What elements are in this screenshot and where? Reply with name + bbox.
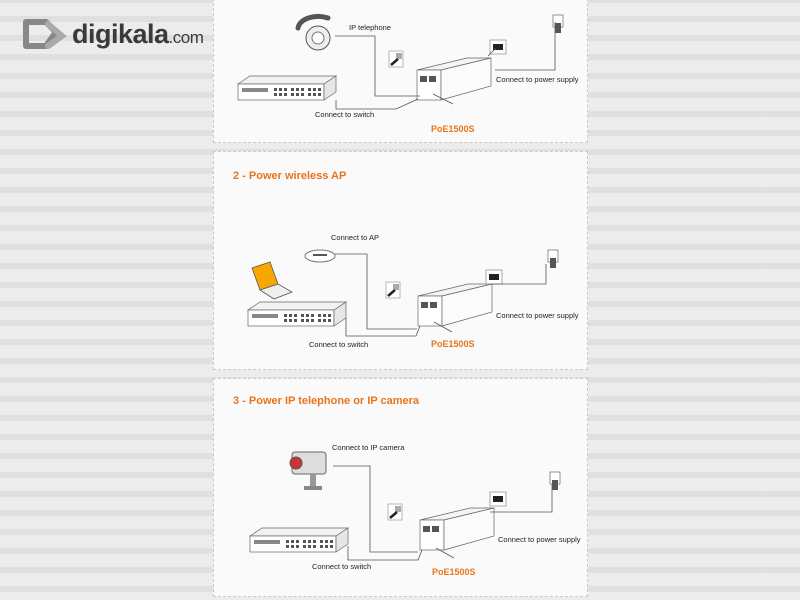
laptop-icon [251,261,293,300]
rj45-icon [384,280,402,300]
power-outlet-icon [547,249,559,269]
rj45-icon [387,49,405,69]
switch-label: Connect to switch [312,562,372,571]
power-label: Connect to power supply [496,311,579,320]
diagram-2 [247,249,559,337]
model-label: PoE1500S [431,124,475,134]
device-label: IP telephone [349,23,391,32]
model-label: PoE1500S [432,567,476,577]
power-outlet-icon [552,14,564,34]
logo-icon [22,18,68,50]
logo-text: digikala.com [72,18,204,49]
panel-title: 3 - Power IP telephone or IP camera [233,395,420,407]
digikala-logo[interactable]: digikala.com [22,18,204,50]
ip-telephone-icon [295,13,331,51]
poe-injector [416,57,492,101]
diagram-panel-ip-camera [213,378,588,597]
power-socket-icon [489,491,507,507]
diagram-panel-wireless-ap [213,151,588,370]
panel-title: 2 - Power wireless AP [233,170,347,182]
diagram-panel-ip-telephone [213,0,588,143]
poe-injector [417,283,493,327]
switch-label: Connect to switch [309,340,369,349]
ip-camera-icon [289,451,327,490]
power-socket-icon [485,269,503,285]
network-switch [249,527,349,553]
device-label: Connect to AP [331,233,379,242]
switch-label: Connect to switch [315,110,375,119]
power-label: Connect to power supply [496,75,579,84]
power-outlet-icon [549,471,561,491]
power-label: Connect to power supply [498,535,581,544]
access-point-icon [304,249,336,263]
network-switch [237,75,337,101]
network-switch [247,301,347,327]
model-label: PoE1500S [431,339,475,349]
poe-injector [419,507,495,551]
diagram-3 [249,451,561,561]
device-label: Connect to IP camera [332,443,405,452]
rj45-icon [386,502,404,522]
diagram-1 [237,13,564,110]
